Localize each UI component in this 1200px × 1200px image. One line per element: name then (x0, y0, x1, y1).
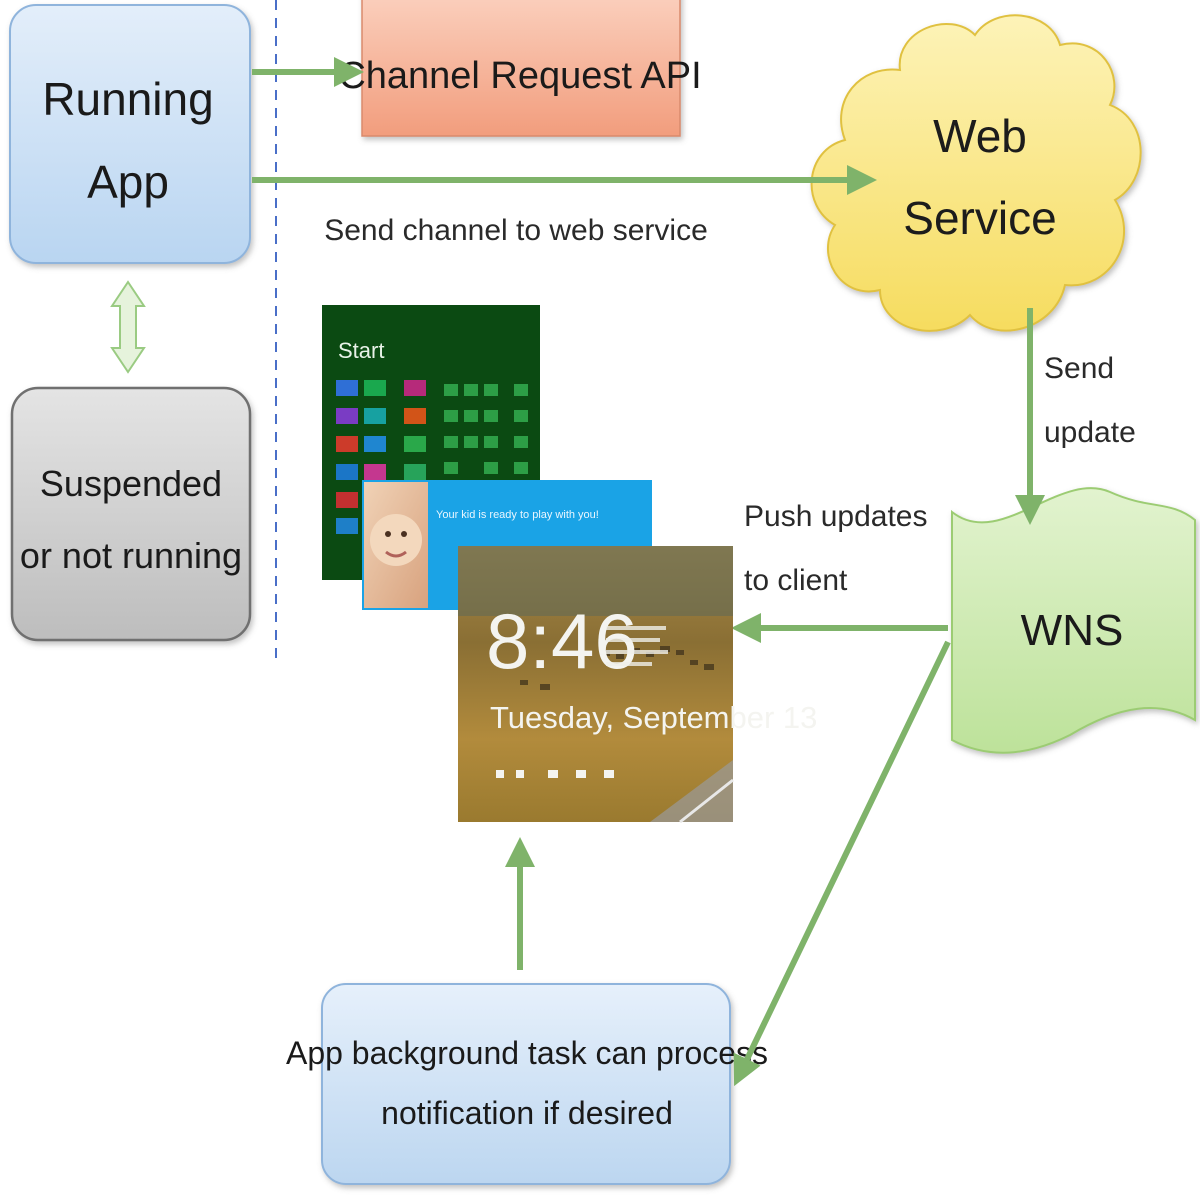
channel-request-api-label: Channel Request API (338, 55, 701, 97)
baby-face (370, 514, 422, 566)
wns-node: WNS (951, 487, 1196, 754)
toast-message: Your kid is ready to play with you! (436, 509, 599, 521)
web-service-label-line1: Web (933, 110, 1027, 162)
background-task-label-line1: App background task can process (286, 1035, 768, 1071)
label-push-updates-line2: to client (744, 564, 848, 597)
state-transition-arrow (110, 280, 146, 374)
wns-label: WNS (1021, 606, 1124, 655)
label-send-channel: Send channel to web service (324, 214, 708, 247)
web-service-node: Web Service (810, 14, 1142, 332)
running-app-label-line2: App (87, 156, 169, 208)
running-app-node: Running App (9, 4, 251, 264)
running-app-label-line1: Running (42, 73, 213, 125)
arrows (252, 57, 1045, 1087)
web-service-label-line2: Service (903, 192, 1056, 244)
lock-screen-status-icons (496, 770, 614, 778)
background-task-node: App background task can process notifica… (286, 983, 768, 1185)
lock-screen-date: Tuesday, September 13 (490, 700, 817, 735)
label-push-updates-line1: Push updates (744, 500, 927, 533)
arrow-wns-to-background-task (733, 640, 951, 1087)
label-send-update-line2: update (1044, 416, 1136, 449)
suspended-label-line2: or not running (20, 535, 242, 576)
start-screen-title: Start (338, 338, 384, 363)
background-task-label-line2: notification if desired (381, 1095, 673, 1131)
label-send-update-line1: Send (1044, 352, 1114, 385)
start-tiles (336, 380, 528, 534)
channel-request-api-node: Channel Request API (338, 0, 702, 137)
lock-screen-notice-lines (606, 626, 668, 666)
lock-screen-thumbnail: 8:46 Tuesday, September 13 (458, 546, 817, 824)
suspended-label-line1: Suspended (40, 463, 222, 504)
client-screens: Start (322, 305, 817, 824)
suspended-node: Suspended or not running (10, 386, 252, 642)
